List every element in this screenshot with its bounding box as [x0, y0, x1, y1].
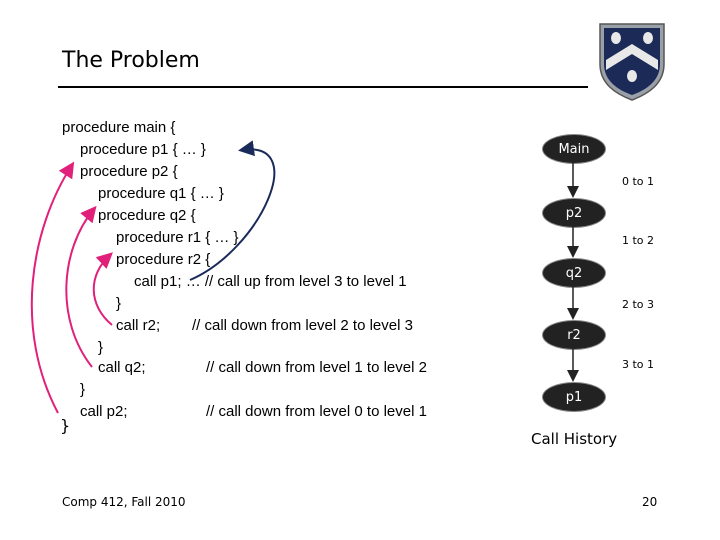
- footer-course: Comp 412, Fall 2010: [62, 495, 186, 509]
- arrow-call-r2: [92, 252, 113, 326]
- code-line-11: }: [98, 339, 104, 356]
- university-shield-icon: [599, 23, 665, 101]
- call-history-caption: Call History: [531, 430, 618, 448]
- history-node-main: Main: [542, 134, 606, 164]
- edge-label-0-1: 0 to 1: [622, 175, 655, 188]
- code-line-2: procedure p1 { … }: [80, 141, 206, 158]
- edge-label-1-2: 1 to 2: [622, 234, 655, 247]
- footer-page-number: 20: [642, 495, 658, 509]
- arrow-call-q2: [65, 205, 97, 368]
- edge-label-3-1: 3 to 1: [622, 358, 655, 371]
- code-line-10: call r2;: [116, 317, 161, 334]
- comment-r2: // call down from level 2 to level 3: [192, 317, 413, 334]
- history-node-r2: r2: [542, 320, 606, 350]
- code-line-8: call p1; … // call up from level 3 to le…: [134, 273, 407, 290]
- code-line-4: procedure q1 { … }: [98, 185, 224, 202]
- code-line-15: }: [60, 416, 71, 435]
- history-node-p2: p2: [542, 198, 606, 228]
- arrow-call-p2: [30, 161, 75, 414]
- code-line-12: call q2;: [98, 359, 146, 376]
- history-node-p1: p1: [542, 382, 606, 412]
- edge-label-2-3: 2 to 3: [622, 298, 655, 311]
- code-line-9: }: [116, 295, 122, 312]
- code-line-3: procedure p2 {: [80, 163, 178, 180]
- code-line-7: procedure r2 {: [116, 251, 211, 268]
- code-line-13: }: [80, 381, 86, 398]
- slide-title: The Problem: [62, 48, 200, 73]
- code-line-14: call p2;: [80, 403, 128, 420]
- title-rule: [58, 86, 588, 88]
- comment-p2: // call down from level 0 to level 1: [206, 403, 427, 420]
- code-line-6: procedure r1 { … }: [116, 229, 239, 246]
- history-node-q2: q2: [542, 258, 606, 288]
- code-line-5: procedure q2 {: [98, 207, 196, 224]
- code-line-1: procedure main {: [62, 119, 176, 136]
- comment-q2: // call down from level 1 to level 2: [206, 359, 427, 376]
